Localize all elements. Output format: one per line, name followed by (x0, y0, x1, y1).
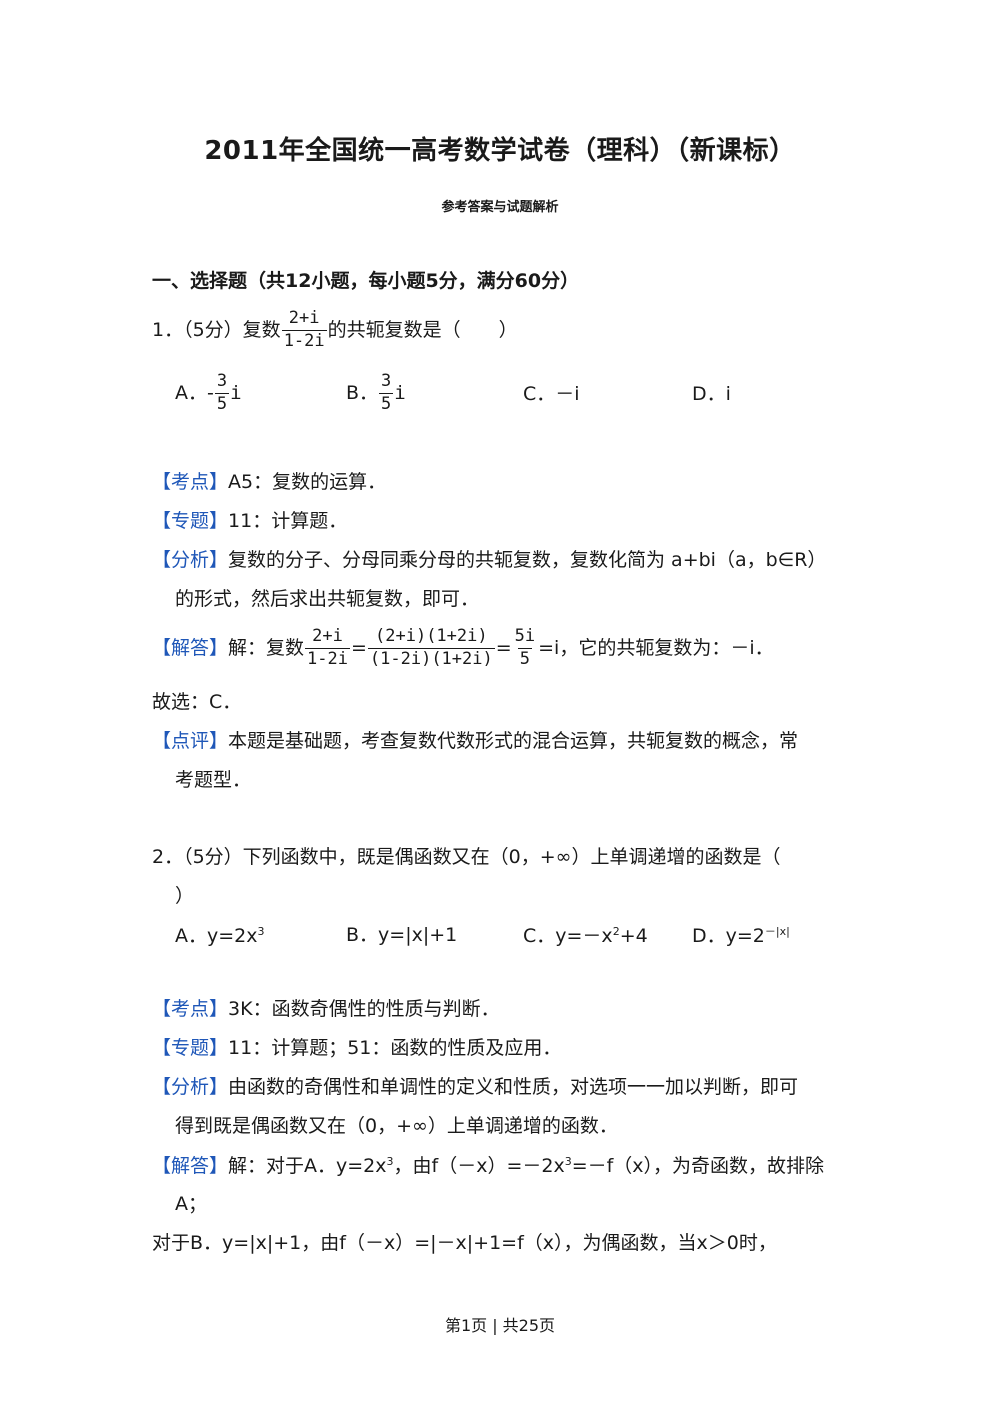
q1-option-a-tail: i (230, 381, 242, 404)
q1-fenxi: 【分析】复数的分子、分母同乘分母的共轭复数，复数化简为 a+bi（a，b∈R） (152, 551, 826, 570)
q2-kaodian-tag: 【考点】 (152, 998, 229, 1020)
q1-option-a-label: A． (175, 381, 207, 404)
q1-jf1-num: 2+i (312, 626, 343, 646)
q2-jieda: 【解答】解：对于A．y=2x3，由f（－x）=－2x3=－f（x），为奇函数，故… (152, 1156, 824, 1176)
q1-jieda-tag: 【解答】 (152, 636, 229, 659)
q1-zhuanti: 【专题】11：计算题． (152, 512, 347, 531)
q1-jf3-den: 5 (517, 647, 533, 669)
q2-fenxi-text: 由函数的奇偶性和单调性的定义和性质，对选项一一加以判断，即可 (228, 1076, 799, 1098)
q1-stem-post: 的共轭复数是（ ） (327, 318, 518, 341)
q1-jieda-post: =i，它的共轭复数为：－i． (538, 636, 774, 659)
q2-zhuanti: 【专题】11：计算题；51：函数的性质及应用． (152, 1039, 561, 1058)
q2-kaodian: 【考点】3K：函数奇偶性的性质与判断． (152, 1000, 500, 1019)
q2-jieda-text-b: ，由f（－x）=－2x (393, 1155, 565, 1177)
q2-jieda-b: 对于B．y=|x|+1，由f（－x）=|－x|+1=f（x），为偶函数，当x＞0… (152, 1232, 777, 1254)
q1-option-a-den: 5 (214, 392, 230, 414)
q1-option-b-tail: i (394, 381, 406, 404)
q2-option-c-text: C．y=－x (523, 925, 613, 947)
q1-zhuanti-text: 11：计算题． (228, 510, 348, 532)
q2-kaodian-text: 3K：函数奇偶性的性质与判断． (228, 998, 500, 1020)
q1-jieda-eq-1: = (350, 636, 367, 659)
q1-guxuan: 故选：C． (152, 691, 242, 713)
q1-kaodian: 【考点】A5：复数的运算． (152, 473, 386, 492)
q1-jieda-frac-2: (2+i)(1+2i)(1-2i)(1+2i) (367, 626, 495, 669)
section-heading: 一、选择题（共12小题，每小题5分，满分60分） (152, 270, 580, 292)
q1-jf2-den: (1-2i)(1+2i) (367, 647, 495, 669)
q1-jieda-pre: 解：复数 (228, 636, 305, 659)
q2-zhuanti-text: 11：计算题；51：函数的性质及应用． (228, 1037, 562, 1059)
q2-stem: 2．（5分）下列函数中，既是偶函数又在（0，+∞）上单调递增的函数是（ (152, 846, 781, 868)
q2-option-c: C．y=－x2+4 (523, 926, 648, 946)
q1-option-b-num: 3 (381, 371, 392, 391)
q2-jieda-text-c: =－f（x），为奇函数，故排除 (571, 1155, 825, 1177)
q2-option-d-text: D．y=2 (692, 925, 765, 947)
q2-jieda-sup-a: 3 (386, 1155, 394, 1168)
q2-option-c-post: +4 (619, 925, 648, 947)
q2-stem-cont: ） (175, 885, 195, 907)
q1-option-a-sign: - (207, 381, 214, 404)
q1-fenxi-tag: 【分析】 (152, 549, 229, 571)
q2-jieda-cont: A； (175, 1193, 207, 1215)
q1-option-b-label: B． (346, 381, 379, 404)
q1-jieda-eq-2: = (495, 636, 512, 659)
q1-option-d: D．i (692, 383, 731, 405)
q1-fenxi-cont: 的形式，然后求出共轭复数，即可． (175, 588, 480, 610)
q2-jieda-sup-b: 3 (564, 1155, 572, 1168)
q1-frac-den: 1-2i (281, 329, 327, 351)
q2-fenxi-cont: 得到既是偶函数又在（0，+∞）上单调递增的函数． (175, 1115, 618, 1137)
q2-option-a: A．y=2x3 (175, 926, 265, 946)
q1-option-c: C．－i (523, 383, 580, 405)
q2-option-c-sup: 2 (612, 925, 620, 938)
q1-zhuanti-tag: 【专题】 (152, 510, 229, 532)
q2-fenxi-tag: 【分析】 (152, 1076, 229, 1098)
q2-fenxi: 【分析】由函数的奇偶性和单调性的定义和性质，对选项一一加以判断，即可 (152, 1078, 798, 1097)
q1-dianping-text: 本题是基础题，考查复数代数形式的混合运算，共轭复数的概念，常 (228, 730, 799, 752)
q1-dianping: 【点评】本题是基础题，考查复数代数形式的混合运算，共轭复数的概念，常 (152, 732, 798, 751)
q2-option-a-sup: 3 (257, 925, 265, 938)
q1-dianping-cont: 考题型． (175, 769, 252, 791)
q2-jieda-tag: 【解答】 (152, 1155, 229, 1177)
q2-zhuanti-tag: 【专题】 (152, 1037, 229, 1059)
q1-option-a-num: 3 (216, 371, 228, 391)
q1-frac-num: 2+i (288, 308, 320, 328)
q1-kaodian-text: A5：复数的运算． (228, 471, 387, 493)
q1-stem-pre: 1．（5分）复数 (152, 318, 281, 341)
page-title: 2011年全国统一高考数学试卷（理科）（新课标） (204, 136, 796, 166)
q2-option-d: D．y=2－|x| (692, 926, 790, 946)
q2-option-b: B．y=|x|+1 (346, 924, 458, 946)
page-subtitle: 参考答案与试题解析 (441, 200, 559, 215)
q1-jf3-num: 5i (514, 626, 536, 646)
q2-option-d-sup: －|x| (764, 925, 790, 938)
page-footer: 第1页 | 共25页 (444, 1316, 556, 1335)
q2-option-a-text: A．y=2x (175, 925, 258, 947)
q1-option-b-den: 5 (379, 392, 394, 414)
q1-fenxi-text: 复数的分子、分母同乘分母的共轭复数，复数化简为 a+bi（a，b∈R） (228, 549, 827, 571)
q1-kaodian-tag: 【考点】 (152, 471, 229, 493)
q1-jf2-num: (2+i)(1+2i) (375, 626, 488, 646)
q1-jf1-den: 1-2i (305, 647, 350, 669)
q1-dianping-tag: 【点评】 (152, 730, 229, 752)
q2-jieda-text-a: 解：对于A．y=2x (228, 1155, 387, 1177)
